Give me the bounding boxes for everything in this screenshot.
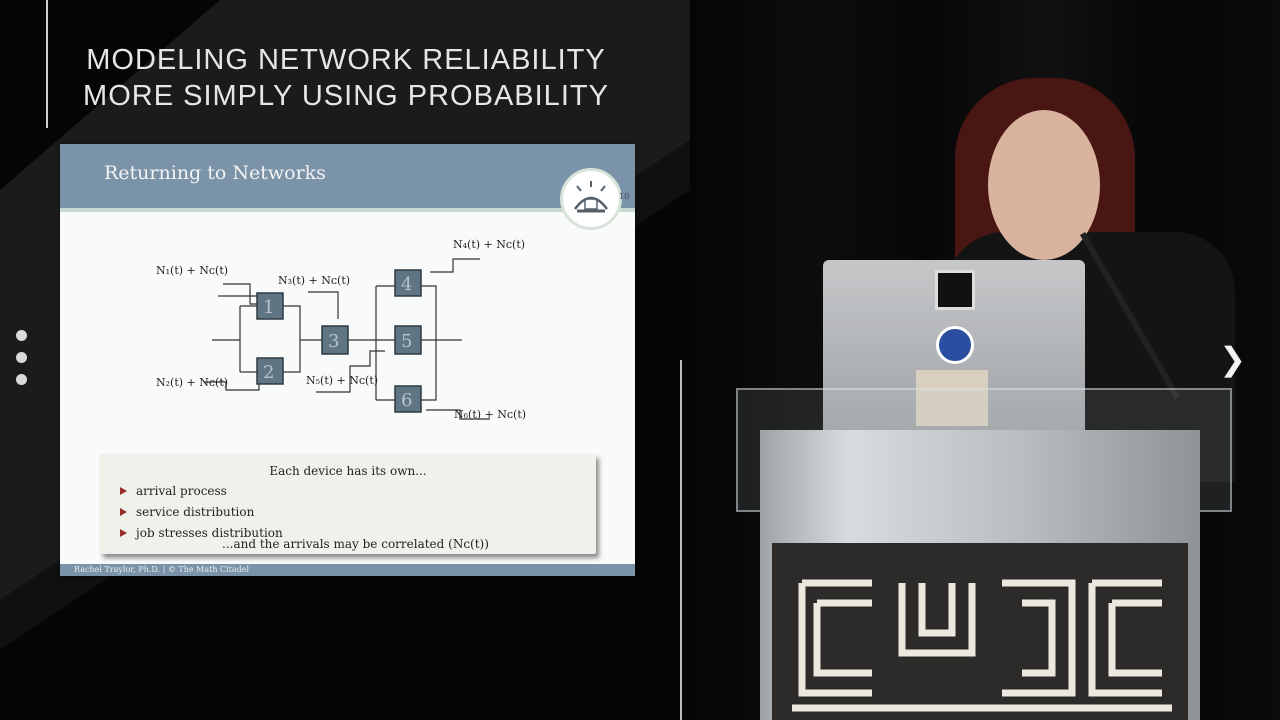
bullet-text: arrival process <box>136 484 227 498</box>
node-2 <box>256 357 284 385</box>
bullet-item: job stresses distribution <box>120 526 283 540</box>
talk-title: MODELING NETWORK RELIABILITY MORE SIMPLY… <box>60 42 632 114</box>
speaker-video <box>690 0 1280 720</box>
conference-logo-sign <box>772 543 1188 720</box>
laptop-sticker-rect <box>916 370 988 426</box>
presentation-slide: Returning to Networks 10 <box>60 144 635 576</box>
info-box: Each device has its own... arrival proce… <box>100 454 596 554</box>
dot <box>16 330 27 341</box>
node-1 <box>256 292 284 320</box>
dot <box>16 352 27 363</box>
slide-title: Returning to Networks <box>104 162 326 184</box>
node-6 <box>394 385 422 413</box>
input-label-3: N₃(t) + Nᴄ(t) <box>278 274 350 287</box>
node-4-label: 4 <box>401 274 412 295</box>
accent-line-bottom <box>680 360 682 720</box>
info-heading: Each device has its own... <box>269 464 427 478</box>
slide-footer: Rachel Traylor, Ph.D. | © The Math Citad… <box>60 564 635 576</box>
left-panel: MODELING NETWORK RELIABILITY MORE SIMPLY… <box>0 0 690 720</box>
talk-title-line-2: MORE SIMPLY USING PROBABILITY <box>83 80 609 112</box>
info-footer: ...and the arrivals may be correlated (N… <box>222 537 489 551</box>
slide-header-divider <box>60 208 635 212</box>
bullet-item: service distribution <box>120 505 255 519</box>
bullet-triangle-icon <box>120 508 127 516</box>
slide-footer-text: Rachel Traylor, Ph.D. | © The Math Citad… <box>74 565 250 574</box>
node-3 <box>321 325 349 355</box>
node-2-label: 2 <box>263 362 274 383</box>
conference-logo-pattern <box>792 579 1172 712</box>
vertical-dots-icon[interactable] <box>16 330 28 396</box>
chevron-right-icon[interactable]: ❯ <box>1219 340 1246 378</box>
laptop-sticker-square <box>935 270 975 310</box>
dot <box>16 374 27 385</box>
slide-number: 10 <box>619 192 630 201</box>
logo-mark <box>573 181 609 213</box>
bullet-item: arrival process <box>120 484 227 498</box>
talk-title-line-1: MODELING NETWORK RELIABILITY <box>86 44 606 76</box>
node-4 <box>394 269 422 297</box>
node-6-label: 6 <box>401 390 412 411</box>
input-label-6: N₆(t) + Nᴄ(t) <box>454 408 526 421</box>
input-label-4: N₄(t) + Nᴄ(t) <box>453 238 525 251</box>
node-3-label: 3 <box>328 331 339 352</box>
bullet-text: service distribution <box>136 505 255 519</box>
node-5-label: 5 <box>401 331 412 352</box>
bullet-text: job stresses distribution <box>136 526 283 540</box>
bullet-triangle-icon <box>120 529 127 537</box>
input-label-5: N₅(t) + Nᴄ(t) <box>306 374 378 387</box>
bullet-triangle-icon <box>120 487 127 495</box>
input-label-1: N₁(t) + Nᴄ(t) <box>156 264 228 277</box>
input-label-2: N₂(t) + Nᴄ(t) <box>156 376 228 389</box>
node-1-label: 1 <box>263 297 274 318</box>
accent-line-top <box>46 0 48 128</box>
node-5 <box>394 325 422 355</box>
slide-header <box>60 144 635 208</box>
math-citadel-logo-icon <box>560 168 622 230</box>
laptop-sticker-round <box>936 326 974 364</box>
network-diagram: 1 2 3 4 5 6 N₁(t) + Nᴄ(t) N₂(t) + Nᴄ(t) … <box>156 238 526 421</box>
